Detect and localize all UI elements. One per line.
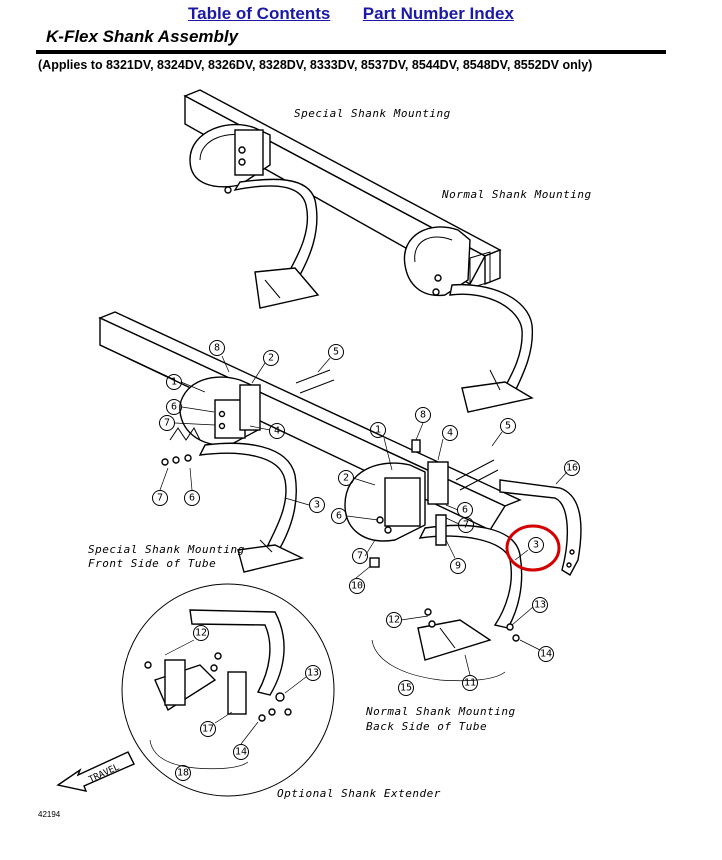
callout-1-front xyxy=(166,374,182,390)
callout-8-front-num: 8 xyxy=(214,343,220,354)
callout-3-back xyxy=(528,537,544,553)
callout-12-back xyxy=(386,612,402,628)
label-special-shank-top: Special Shank Mounting xyxy=(294,107,451,120)
applicability-note: (Applies to 8321DV, 8324DV, 8326DV, 8328… xyxy=(38,58,593,72)
callout-4-front xyxy=(269,423,285,439)
callout-6-back-left xyxy=(331,508,347,524)
callout-14-detail xyxy=(233,744,249,760)
callout-5-front-num: 5 xyxy=(333,347,339,358)
callout-1-front-num: 1 xyxy=(171,377,177,388)
callout-6-back-right-num: 6 xyxy=(462,505,468,516)
callout-13-back xyxy=(532,597,548,613)
callout-17-num: 17 xyxy=(202,724,214,735)
callout-16-num: 16 xyxy=(566,463,578,474)
travel-direction-arrow: TRAVEL xyxy=(56,751,135,792)
callout-14-back xyxy=(538,646,554,662)
normal-shank-assembly-top xyxy=(403,226,534,413)
callout-7-back-right-num: 7 xyxy=(463,520,469,531)
special-shank-assembly-front xyxy=(169,369,335,573)
callout-14-detail-num: 14 xyxy=(235,747,247,758)
callout-4-front-num: 4 xyxy=(274,426,280,437)
label-normal-shank-top: Normal Shank Mounting xyxy=(441,188,592,201)
callout-12-detail-num: 12 xyxy=(195,628,207,639)
spring-part-16 xyxy=(499,479,582,576)
callout-2-back-num: 2 xyxy=(343,473,349,484)
callout-7-front-top xyxy=(159,415,175,431)
callout-13-detail-num: 13 xyxy=(307,668,319,679)
callout-3-front xyxy=(309,497,325,513)
label-special-front-1: Special Shank Mounting xyxy=(88,543,245,556)
callout-13-detail xyxy=(305,665,321,681)
callout-5-back-num: 5 xyxy=(505,421,511,432)
callout-7-front-top-num: 7 xyxy=(164,418,170,429)
callout-17 xyxy=(200,721,216,737)
label-special-front-2: Front Side of Tube xyxy=(88,557,216,570)
callout-16 xyxy=(564,460,580,476)
callout-2-back xyxy=(338,470,354,486)
label-normal-back-1: Normal Shank Mounting xyxy=(365,705,516,718)
title-divider xyxy=(36,50,666,54)
callout-15 xyxy=(398,680,414,696)
label-optional-extender: Optional Shank Extender xyxy=(277,787,441,800)
optional-shank-extender-detail xyxy=(121,583,335,797)
callout-6-front-top xyxy=(166,399,182,415)
table-of-contents-link[interactable]: Table of Contents xyxy=(188,4,331,23)
callout-8-back-num: 8 xyxy=(420,410,426,421)
callout-4-back xyxy=(442,425,458,441)
callout-4-back-num: 4 xyxy=(447,428,453,439)
normal-shank-assembly-back xyxy=(344,459,523,661)
callout-12-back-num: 12 xyxy=(388,615,400,626)
callout-7-back-left-num: 7 xyxy=(357,551,363,562)
callout-5-back xyxy=(500,418,516,434)
callout-9-num: 9 xyxy=(455,561,461,572)
callout-2-front xyxy=(263,350,279,366)
callout-6-front-bottom xyxy=(184,490,200,506)
callout-8-back xyxy=(415,407,431,423)
figure-number: 42194 xyxy=(38,810,61,819)
callout-6-front-top-num: 6 xyxy=(171,402,177,413)
callout-13-back-num: 13 xyxy=(534,600,546,611)
special-shank-assembly-top xyxy=(189,123,320,309)
callout-7-back-right xyxy=(458,517,474,533)
exploded-parts-diagram: TRAVEL Special Shank Mounting Normal Sha… xyxy=(56,89,592,800)
callout-9 xyxy=(450,558,466,574)
callouts: 1 8 2 5 6 7 4 7 6 3 1 xyxy=(152,340,580,781)
callout-6-front-bottom-num: 6 xyxy=(189,493,195,504)
callout-1-back xyxy=(370,422,386,438)
callout-1-back-num: 1 xyxy=(375,425,381,436)
callout-6-back-left-num: 6 xyxy=(336,511,342,522)
part-number-index-link[interactable]: Part Number Index xyxy=(362,4,514,23)
page-title: K-Flex Shank Assembly xyxy=(46,27,239,46)
highlight-circle xyxy=(505,524,561,572)
callout-7-front-bottom xyxy=(152,490,168,506)
callout-8-front xyxy=(209,340,225,356)
callout-10 xyxy=(349,578,365,594)
callout-18 xyxy=(175,765,191,781)
callout-2-front-num: 2 xyxy=(268,353,274,364)
callout-7-back-left xyxy=(352,548,368,564)
label-normal-back-2: Back Side of Tube xyxy=(366,720,487,733)
top-navigation: Table of Contents Part Number Index xyxy=(0,4,702,24)
callout-3-front-num: 3 xyxy=(314,500,320,511)
callout-14-back-num: 14 xyxy=(540,649,552,660)
callout-15-num: 15 xyxy=(400,683,412,694)
callout-11-num: 11 xyxy=(464,678,476,689)
callout-10-num: 10 xyxy=(351,581,363,592)
callout-12-detail xyxy=(193,625,209,641)
callout-5-front xyxy=(328,344,344,360)
callout-18-num: 18 xyxy=(177,768,189,779)
callout-3-back-num: 3 xyxy=(533,540,539,551)
callout-11 xyxy=(462,675,478,691)
callout-7-front-bottom-num: 7 xyxy=(157,493,163,504)
